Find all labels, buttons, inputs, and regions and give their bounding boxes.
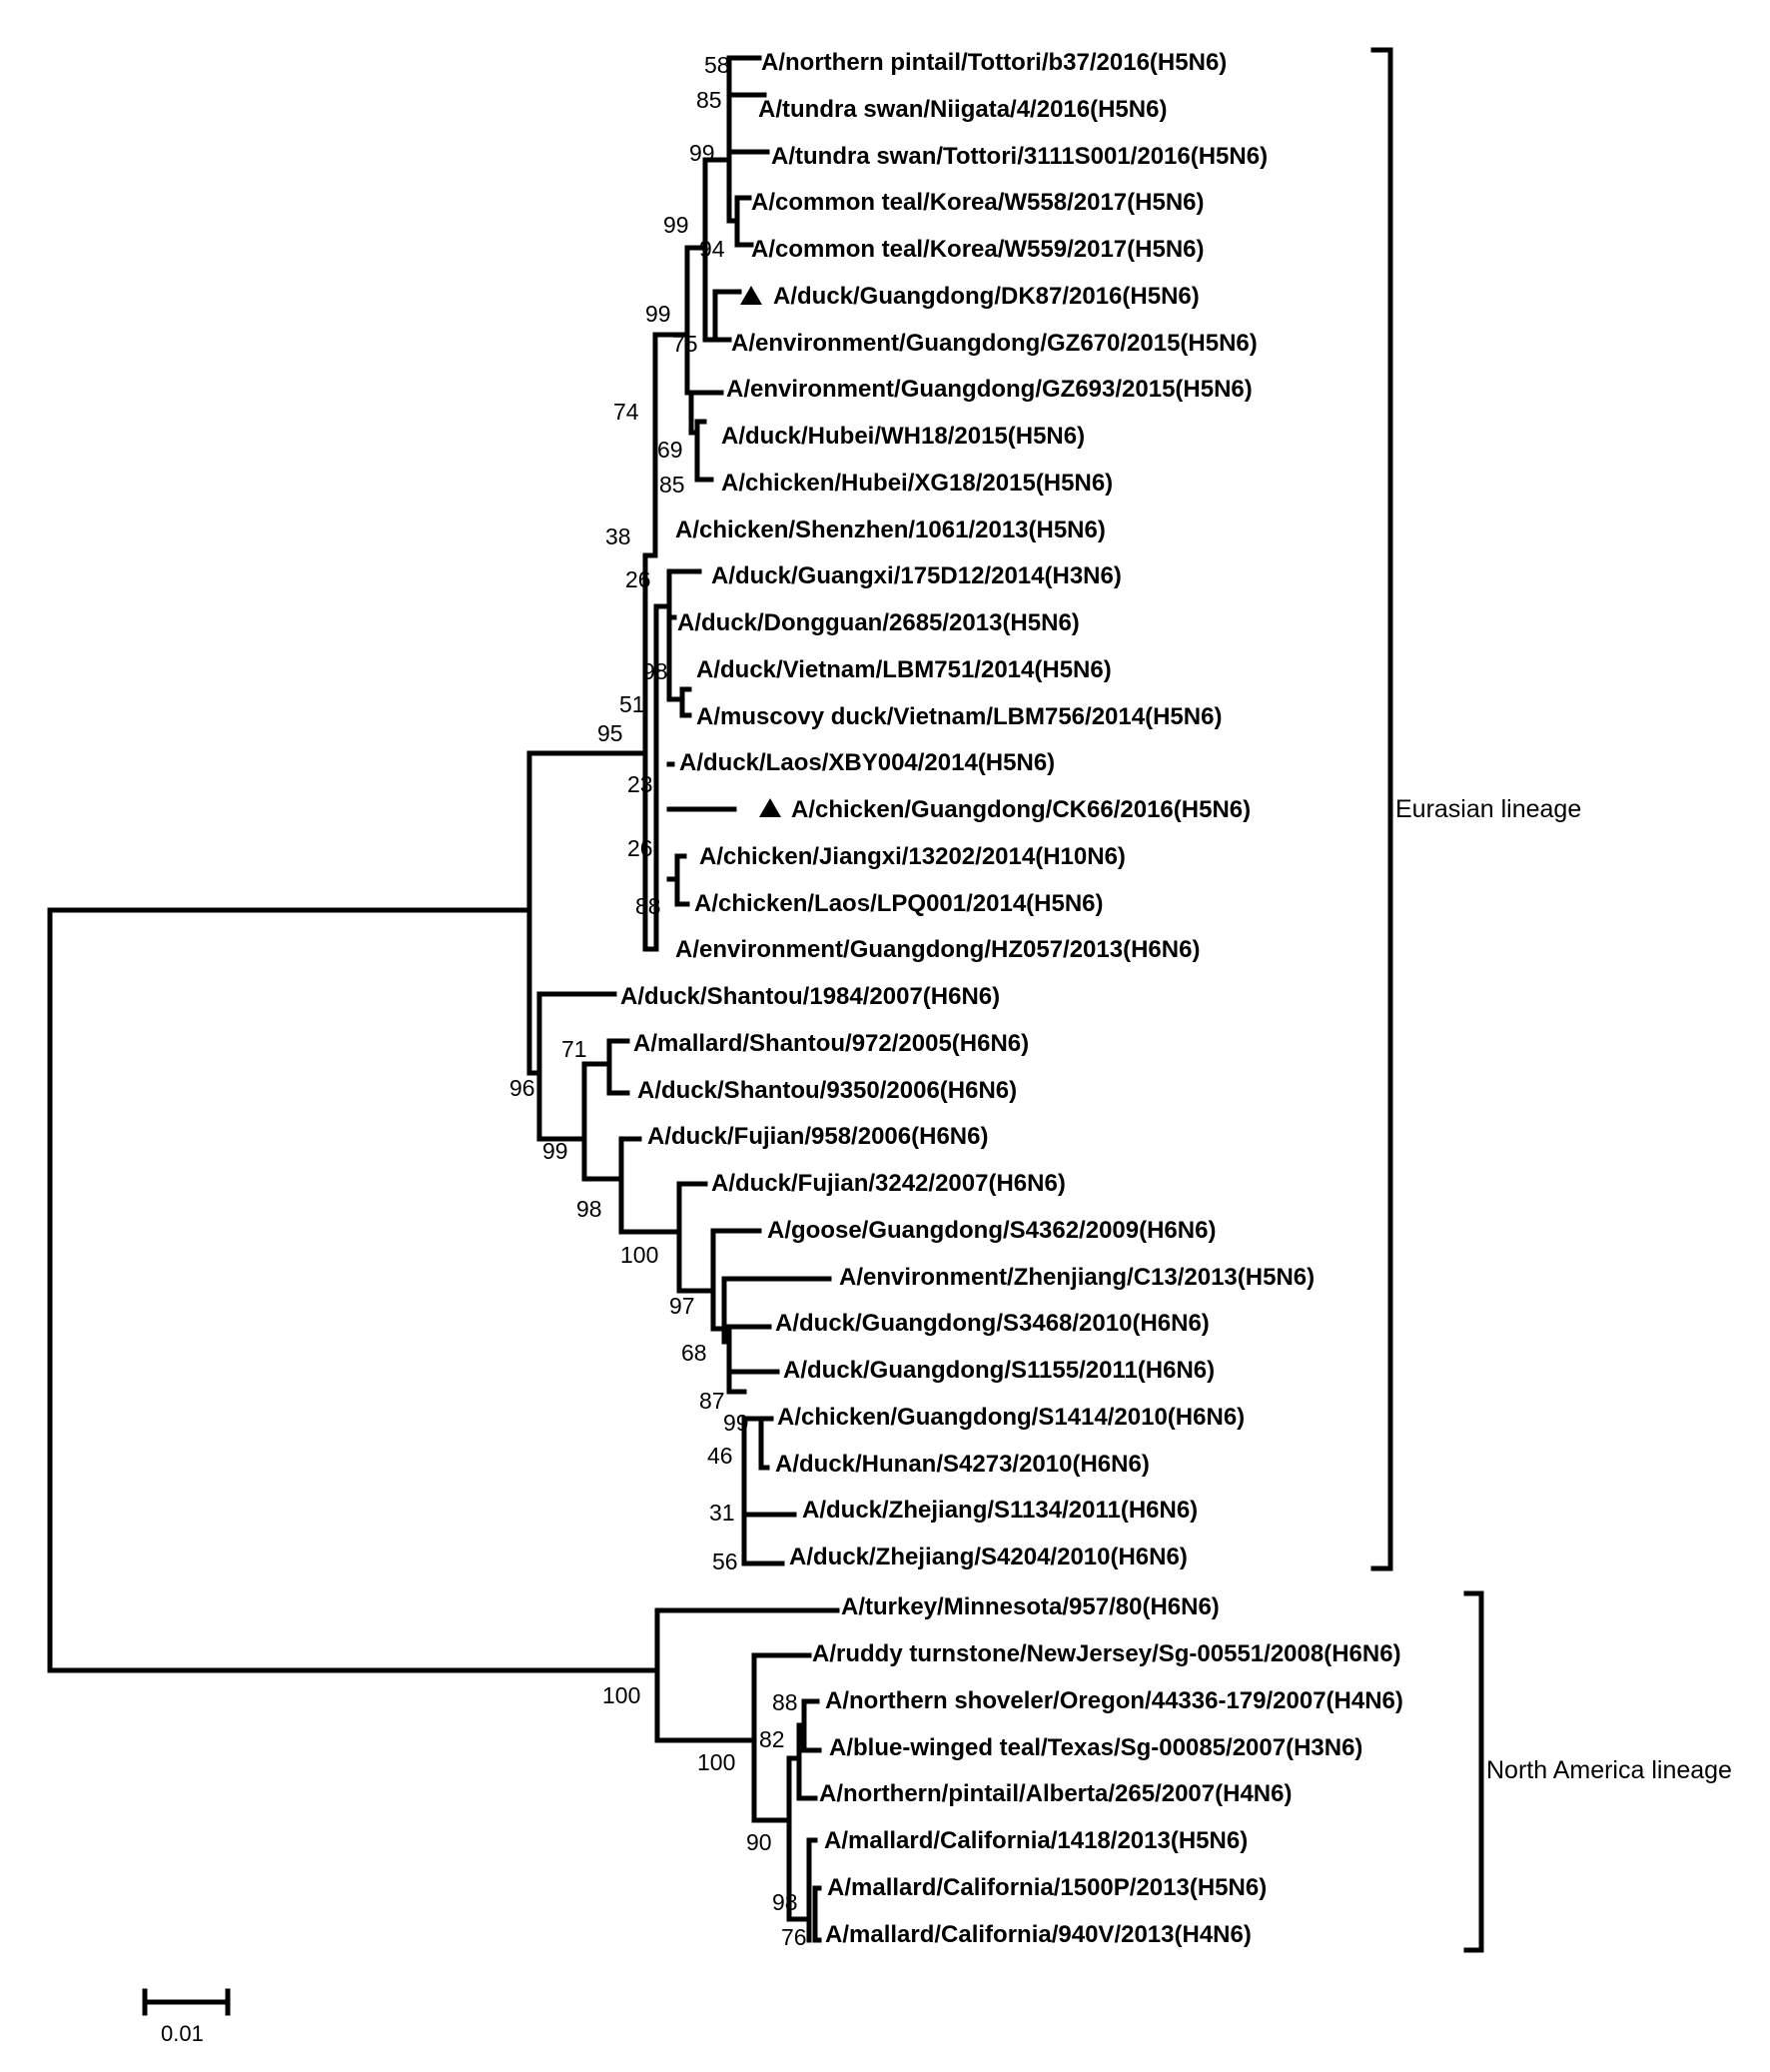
taxon-label: A/chicken/Hubei/XG18/2015(H5N6) xyxy=(721,470,1113,497)
taxon-label: A/duck/Vietnam/LBM751/2014(H5N6) xyxy=(696,656,1112,683)
bootstrap-value: 95 xyxy=(597,720,623,746)
bootstrap-value: 94 xyxy=(699,236,725,262)
taxon-label: A/environment/Guangdong/HZ057/2013(H6N6) xyxy=(675,936,1200,963)
bootstrap-value: 87 xyxy=(699,1388,725,1414)
taxon-label: A/duck/Hubei/WH18/2015(H5N6) xyxy=(721,423,1085,450)
taxon-label: A/blue-winged teal/Texas/Sg-00085/2007(H… xyxy=(829,1734,1362,1761)
taxon-label: A/duck/Shantou/9350/2006(H6N6) xyxy=(637,1077,1017,1104)
bootstrap-value: 82 xyxy=(759,1726,785,1752)
bootstrap-value: 98 xyxy=(772,1889,798,1915)
taxon-label: A/duck/Laos/XBY004/2014(H5N6) xyxy=(679,749,1055,776)
bootstrap-value: 100 xyxy=(602,1682,640,1708)
bootstrap-value: 56 xyxy=(712,1549,738,1574)
bootstrap-value: 58 xyxy=(704,52,730,78)
bootstrap-value: 23 xyxy=(627,771,653,797)
bootstrap-value: 99 xyxy=(645,301,671,327)
taxon-label: A/common teal/Korea/W558/2017(H5N6) xyxy=(751,189,1205,216)
taxon-label: A/tundra swan/Niigata/4/2016(H5N6) xyxy=(758,96,1167,123)
taxon-label: A/duck/Fujian/3242/2007(H6N6) xyxy=(711,1170,1066,1197)
bootstrap-value: 85 xyxy=(659,472,685,498)
taxon-labels: A/northern pintail/Tottori/b37/2016(H5N6… xyxy=(620,49,1403,1948)
triangle-marker-icon xyxy=(740,286,762,305)
bootstrap-value: 100 xyxy=(697,1749,735,1775)
triangle-marker-icon xyxy=(759,798,781,817)
taxon-label: A/duck/Guangxi/175D12/2014(H3N6) xyxy=(711,562,1122,589)
taxon-label: A/muscovy duck/Vietnam/LBM756/2014(H5N6) xyxy=(696,703,1222,730)
taxon-label: A/common teal/Korea/W559/2017(H5N6) xyxy=(751,236,1205,263)
taxon-label: A/duck/Hunan/S4273/2010(H6N6) xyxy=(775,1451,1150,1478)
taxon-label: A/chicken/Guangdong/S1414/2010(H6N6) xyxy=(777,1404,1245,1431)
bootstrap-value: 38 xyxy=(605,523,631,549)
bootstrap-value: 26 xyxy=(625,566,651,592)
taxon-label: A/duck/Dongguan/2685/2013(H5N6) xyxy=(677,609,1080,636)
taxon-label: A/mallard/California/940V/2013(H4N6) xyxy=(825,1921,1252,1948)
bootstrap-value: 68 xyxy=(681,1340,707,1366)
taxon-label: A/duck/Guangdong/DK87/2016(H5N6) xyxy=(773,283,1200,310)
clade-label-north-america: North America lineage xyxy=(1486,1756,1732,1784)
taxon-label: A/duck/Shantou/1984/2007(H6N6) xyxy=(620,983,1000,1010)
bootstrap-value: 76 xyxy=(781,1924,807,1950)
taxon-label: A/goose/Guangdong/S4362/2009(H6N6) xyxy=(767,1217,1216,1244)
taxon-label: A/duck/Guangdong/S1155/2011(H6N6) xyxy=(783,1357,1215,1384)
bootstrap-value: 51 xyxy=(619,691,645,717)
bootstrap-value: 98 xyxy=(576,1196,602,1222)
taxon-label: A/northern pintail/Tottori/b37/2016(H5N6… xyxy=(761,49,1227,76)
taxon-label: A/environment/Zhenjiang/C13/2013(H5N6) xyxy=(839,1264,1315,1291)
bootstrap-value: 99 xyxy=(689,140,715,166)
taxon-label: A/duck/Fujian/958/2006(H6N6) xyxy=(647,1123,988,1150)
bootstrap-value: 88 xyxy=(635,893,661,919)
scale-bar-label: 0.01 xyxy=(161,2021,204,2046)
bootstrap-value: 100 xyxy=(620,1242,658,1268)
taxon-label: A/chicken/Laos/LPQ001/2014(H5N6) xyxy=(694,890,1104,917)
taxon-label: A/chicken/Jiangxi/13202/2014(H10N6) xyxy=(699,843,1126,870)
taxon-label: A/northern/pintail/Alberta/265/2007(H4N6… xyxy=(819,1780,1292,1807)
bootstrap-value: 99 xyxy=(542,1138,568,1164)
bootstrap-value: 74 xyxy=(613,399,639,425)
bootstrap-value: 88 xyxy=(772,1689,798,1715)
bootstrap-value: 46 xyxy=(707,1443,733,1469)
taxon-label: A/ruddy turnstone/NewJersey/Sg-00551/200… xyxy=(812,1640,1401,1667)
taxon-label: A/duck/Zhejiang/S1134/2011(H6N6) xyxy=(802,1497,1198,1524)
tree-branches xyxy=(47,47,1484,2016)
bootstrap-value: 26 xyxy=(627,835,653,861)
bootstrap-value: 71 xyxy=(561,1036,587,1062)
bootstrap-value: 98 xyxy=(642,658,668,684)
taxon-label: A/duck/Zhejiang/S4204/2010(H6N6) xyxy=(789,1544,1188,1570)
bootstrap-value: 75 xyxy=(672,331,698,357)
taxon-label: A/tundra swan/Tottori/3111S001/2016(H5N6… xyxy=(771,143,1268,170)
bootstrap-value: 99 xyxy=(663,212,689,238)
bootstrap-value: 99 xyxy=(723,1410,749,1436)
taxon-label: A/mallard/California/1500P/2013(H5N6) xyxy=(827,1874,1267,1901)
bootstrap-value: 96 xyxy=(509,1075,535,1101)
taxon-label: A/chicken/Shenzhen/1061/2013(H5N6) xyxy=(675,517,1106,543)
bootstrap-value: 85 xyxy=(696,87,722,113)
taxon-label: A/mallard/Shantou/972/2005(H6N6) xyxy=(633,1030,1029,1057)
taxon-label: A/mallard/California/1418/2013(H5N6) xyxy=(824,1827,1248,1854)
bootstrap-value: 90 xyxy=(746,1829,772,1855)
taxon-label: A/turkey/Minnesota/957/80(H6N6) xyxy=(841,1593,1220,1620)
bootstrap-value: 31 xyxy=(709,1500,735,1526)
taxon-label: A/environment/Guangdong/GZ670/2015(H5N6) xyxy=(731,330,1258,357)
bootstrap-values: 58 85 99 99 94 99 75 74 69 85 38 26 98 5… xyxy=(509,52,807,1950)
bootstrap-value: 69 xyxy=(657,437,683,463)
clade-label-eurasian: Eurasian lineage xyxy=(1395,795,1581,823)
bootstrap-value: 97 xyxy=(669,1293,695,1319)
taxon-label: A/chicken/Guangdong/CK66/2016(H5N6) xyxy=(791,796,1251,823)
taxon-label: A/duck/Guangdong/S3468/2010(H6N6) xyxy=(775,1310,1210,1337)
taxon-label: A/environment/Guangdong/GZ693/2015(H5N6) xyxy=(726,376,1253,403)
taxon-label: A/northern shoveler/Oregon/44336-179/200… xyxy=(825,1687,1403,1714)
